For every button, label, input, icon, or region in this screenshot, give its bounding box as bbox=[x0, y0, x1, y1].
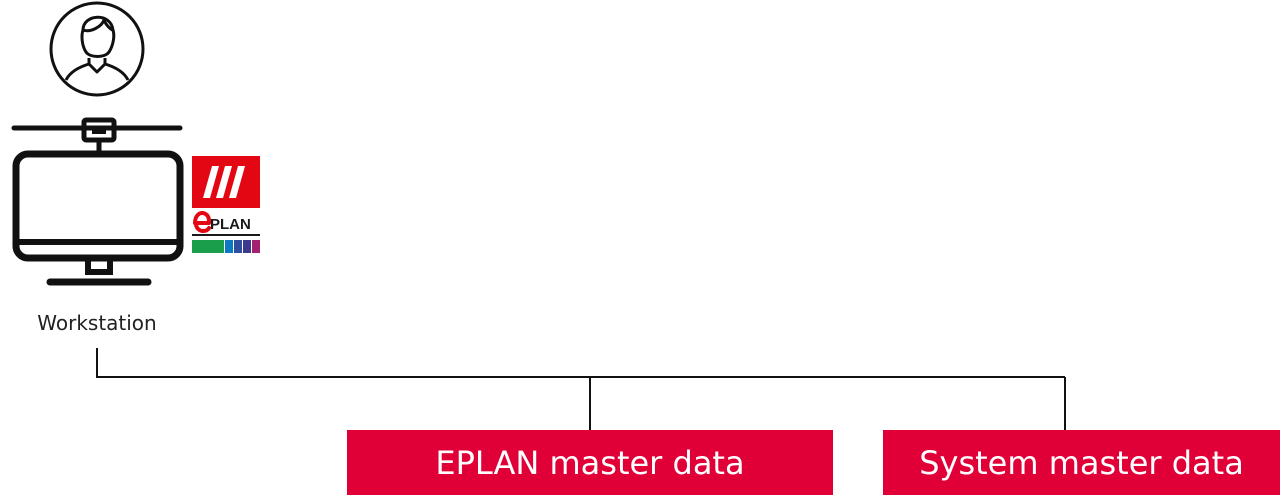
eplan-logo-slashes-icon bbox=[203, 166, 245, 198]
eplan-master-data-box: EPLAN master data bbox=[347, 430, 833, 495]
eplan-logo-wordmark: PLAN bbox=[210, 216, 251, 233]
workstation-label: Workstation bbox=[37, 311, 157, 335]
system-master-data-box: System master data bbox=[883, 430, 1280, 495]
eplan-logo-bar-lightblue bbox=[225, 240, 233, 253]
workstation-monitor-icon bbox=[11, 117, 184, 286]
eplan-logo-bar-green bbox=[192, 240, 224, 253]
eplan-logo-underline bbox=[192, 234, 260, 236]
eplan-logo-bar-blue bbox=[234, 240, 242, 253]
eplan-logo-bar-purple bbox=[252, 240, 260, 253]
user-avatar-icon bbox=[49, 1, 145, 97]
eplan-logo-bar-darkblue bbox=[243, 240, 251, 253]
system-master-data-label: System master data bbox=[919, 443, 1244, 482]
connector-workstation-trunk bbox=[96, 348, 1065, 378]
eplan-logo: PLAN bbox=[192, 156, 260, 254]
eplan-logo-e-icon bbox=[193, 211, 211, 233]
eplan-master-data-label: EPLAN master data bbox=[435, 443, 745, 482]
